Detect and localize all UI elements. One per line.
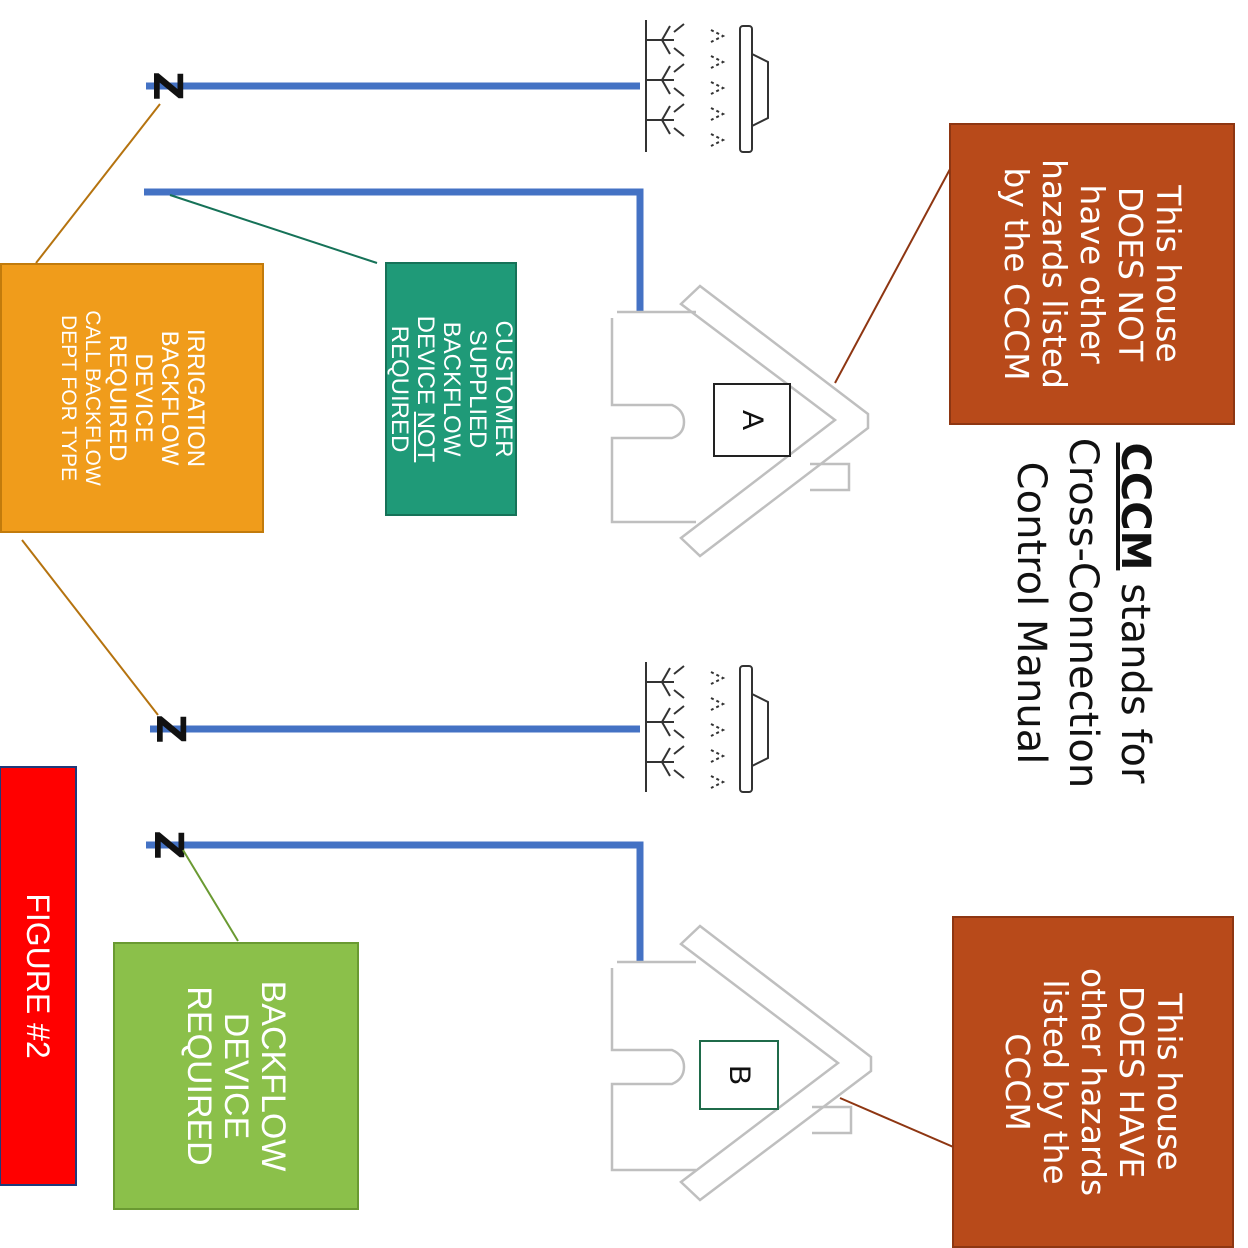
- connector-house-b-note: [839, 1097, 959, 1150]
- box-line: BACKFLOW: [438, 321, 465, 457]
- pipe-house-b: [146, 841, 644, 962]
- box-line: DEPT FOR TYPE: [57, 314, 80, 482]
- box-line: REQUIRED: [386, 325, 413, 453]
- connector-house-a-note: [834, 157, 957, 384]
- box-line: DEVICE: [217, 1012, 256, 1140]
- connector-irrigation-top: [35, 103, 161, 264]
- note-line: This house: [1149, 185, 1188, 363]
- connector-customer: [169, 194, 378, 264]
- caption-line-2: Cross-Connection: [1060, 437, 1106, 789]
- box-line: BACKFLOW: [254, 980, 293, 1172]
- caption-line-1: CCCM stands for: [1112, 442, 1158, 784]
- note-line: CCCM: [998, 1033, 1037, 1131]
- house-icon: [610, 284, 870, 558]
- valve-icon: Z: [144, 71, 190, 100]
- box-line: DEVICE NOT: [412, 315, 439, 463]
- caption-line-3: Control Manual: [1008, 461, 1054, 765]
- box-line: REQUIRED: [180, 986, 219, 1166]
- note-line: DOES NOT: [1111, 186, 1150, 362]
- note-line: listed by the: [1036, 979, 1075, 1185]
- house-a-note: This house DOES NOT have other hazards l…: [949, 123, 1235, 425]
- note-line: other hazards: [1074, 967, 1113, 1197]
- pipe-house-a: [144, 188, 644, 312]
- caption-acronym: CCCM: [1112, 442, 1158, 571]
- connector-backflow: [182, 849, 239, 942]
- pipes: [144, 82, 644, 962]
- connector-irrigation-bottom: [21, 539, 159, 716]
- irrigation-backflow-box: IRRIGATION BACKFLOW DEVICE REQUIRED CALL…: [0, 263, 264, 533]
- note-line: hazards listed: [1035, 158, 1074, 390]
- customer-backflow-box: CUSTOMER SUPPLIED BACKFLOW DEVICE NOT RE…: [385, 262, 517, 516]
- cccm-caption: CCCM stands for Cross-Connection Control…: [968, 438, 1198, 788]
- box-line: BACKFLOW: [156, 330, 183, 466]
- box-line: REQUIRED: [104, 334, 131, 462]
- box-line: CUSTOMER: [490, 320, 517, 458]
- house-a-label: A: [713, 383, 791, 457]
- note-line: This house: [1150, 993, 1189, 1171]
- sprinkler-plants-icon: [645, 20, 769, 153]
- connector-lines: [21, 103, 959, 1150]
- box-line: IRRIGATION: [182, 328, 209, 468]
- figure-label: FIGURE #2: [0, 766, 77, 1186]
- valve-icon: Z: [147, 714, 193, 743]
- sprinkler-plants-icon: [645, 662, 769, 793]
- house-icon: [610, 924, 873, 1202]
- figure-label-text: FIGURE #2: [20, 893, 56, 1059]
- box-line: CALL BACKFLOW: [81, 310, 104, 486]
- note-line: by the CCCM: [997, 167, 1036, 381]
- box-line: DEVICE: [130, 353, 157, 443]
- box-line: SUPPLIED: [464, 329, 491, 449]
- backflow-required-box: BACKFLOW DEVICE REQUIRED: [113, 942, 359, 1210]
- valve-icon: Z: [145, 830, 191, 859]
- diagram-canvas: Z Z Z: [21, 20, 959, 1202]
- note-line: DOES HAVE: [1112, 985, 1151, 1179]
- note-line: have other: [1073, 184, 1112, 364]
- house-b-label: B: [699, 1040, 779, 1110]
- house-b-note: This house DOES HAVE other hazards liste…: [952, 916, 1234, 1248]
